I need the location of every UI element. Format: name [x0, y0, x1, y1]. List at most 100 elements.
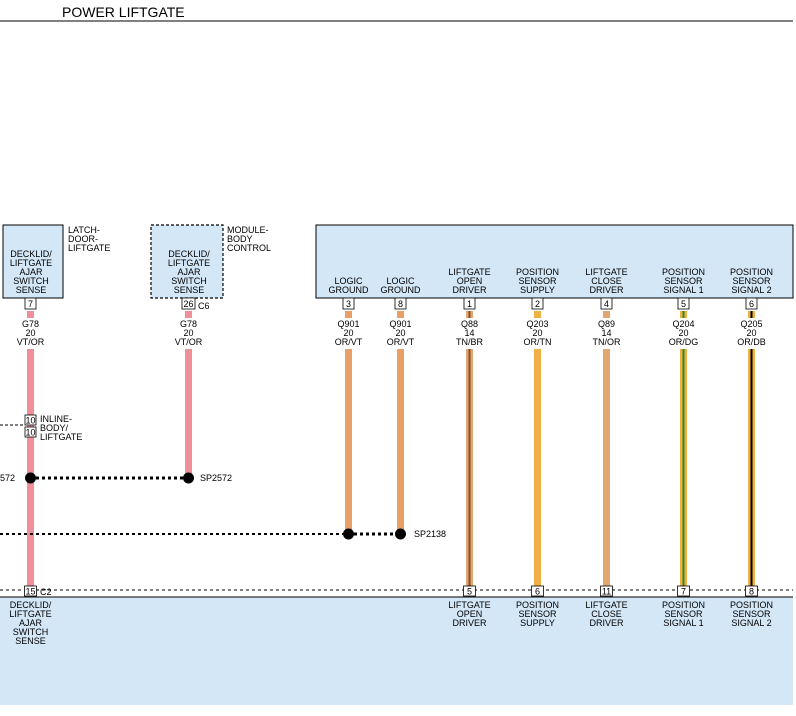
wire — [603, 349, 610, 590]
bottom-pin-box — [600, 585, 613, 597]
bottom-pin-number: 11 — [602, 587, 611, 597]
svg-text:20: 20 — [183, 328, 193, 338]
svg-text:20: 20 — [25, 328, 35, 338]
wire — [345, 349, 352, 534]
svg-text:BODY: BODY — [227, 234, 253, 244]
bcm-wire-stub — [185, 311, 192, 318]
wire-spec: 20 — [343, 328, 353, 338]
splice-2138-dot-left — [343, 528, 354, 540]
wire-spec: Q205 — [740, 319, 762, 329]
latch-pin-number: 7 — [28, 299, 33, 309]
wire-spec: 20 — [746, 328, 756, 338]
module-pin-number: 1 — [467, 299, 472, 309]
module-pin-label: LOGIC — [386, 276, 415, 286]
module-pin-box — [677, 297, 690, 310]
module-pin-number: 6 — [749, 299, 754, 309]
module-pin-label: SENSOR — [732, 276, 771, 286]
bottom-pin-number: 8 — [749, 587, 754, 597]
module-pin-label: DRIVER — [589, 285, 624, 295]
module-pin-label: GROUND — [329, 285, 369, 295]
wire-spec: 14 — [601, 328, 611, 338]
module-pin-label: LOGIC — [334, 276, 363, 286]
module-pin-label: OPEN — [457, 276, 483, 286]
wire-stripe-stub — [468, 311, 471, 318]
bcm-component-name: MODULE- BODY CONTROL — [227, 225, 271, 253]
bottom-pin-label: POSITION — [516, 600, 559, 610]
svg-text:VT/OR: VT/OR — [175, 337, 203, 347]
bottom-pin-label: SIGNAL 1 — [663, 618, 703, 628]
wire-spec: 20 — [678, 328, 688, 338]
wire — [397, 349, 404, 534]
latch-wire-stub — [27, 311, 34, 318]
bcm-pin-box — [181, 297, 196, 310]
svg-text:LIFTGATE: LIFTGATE — [168, 258, 210, 268]
wire-stripe — [682, 349, 685, 590]
wire-spec: OR/DB — [737, 337, 766, 347]
wire-stub — [397, 311, 404, 318]
module-pin-label: DRIVER — [452, 285, 487, 295]
svg-text:SWITCH: SWITCH — [13, 276, 49, 286]
bottom-pin-label: POSITION — [662, 600, 705, 610]
bottom-pin-label: SENSE — [15, 636, 46, 646]
module-pin-label: SENSOR — [518, 276, 557, 286]
module-pin-label: CLOSE — [591, 276, 622, 286]
bcm-wire — [185, 349, 192, 477]
module-pin-label: POSITION — [662, 267, 705, 277]
module-pin-box — [394, 297, 407, 310]
wire-spec: 20 — [395, 328, 405, 338]
wire-spec: TN/OR — [593, 337, 621, 347]
wire-spec: 20 — [532, 328, 542, 338]
svg-text:CONTROL: CONTROL — [227, 243, 271, 253]
svg-text:SWITCH: SWITCH — [171, 276, 207, 286]
svg-text:AJAR: AJAR — [19, 267, 43, 277]
wire-stub — [345, 311, 352, 318]
wire-spec: Q88 — [461, 319, 478, 329]
bottom-pin-label: SIGNAL 2 — [731, 618, 771, 628]
bcm-wire-spec: G78 20 VT/OR — [175, 319, 203, 347]
wire-spec: OR/TN — [524, 337, 552, 347]
bottom-pin-label: CLOSE — [591, 609, 622, 619]
module-pin-label: GROUND — [381, 285, 421, 295]
svg-text:AJAR: AJAR — [177, 267, 201, 277]
bcm-pin-number: 26 — [183, 299, 193, 309]
module-pin-label: SIGNAL 2 — [731, 285, 771, 295]
bottom-connector-label: C2 — [40, 587, 52, 597]
svg-text:G78: G78 — [22, 319, 39, 329]
wire-spec: TN/BR — [456, 337, 484, 347]
splice-2138-dot-right — [395, 528, 406, 540]
wire-stub — [534, 311, 541, 318]
module-pin-label: LIFTGATE — [448, 267, 490, 277]
latch-wire-spec: G78 20 VT/OR — [17, 319, 45, 347]
svg-text:LIFTGATE: LIFTGATE — [40, 432, 82, 442]
svg-text:LIFTGATE: LIFTGATE — [68, 243, 110, 253]
module-pin-label: SENSOR — [664, 276, 703, 286]
bottom-pin-label: SENSOR — [664, 609, 703, 619]
bottom-pin-label: POSITION — [730, 600, 773, 610]
svg-text:DECKLID/: DECKLID/ — [10, 249, 52, 259]
bottom-pin-label: SUPPLY — [520, 618, 555, 628]
wire-stripe — [750, 349, 753, 590]
module-pin-number: 3 — [346, 299, 351, 309]
bottom-pin-label: SWITCH — [13, 627, 49, 637]
latch-pin-label: DECKLID/ LIFTGATE AJAR SWITCH SENSE — [10, 249, 52, 295]
inline-connector-name: INLINE- BODY/ LIFTGATE — [40, 414, 82, 442]
latch-wire — [27, 349, 34, 590]
bottom-pin-box — [531, 585, 544, 597]
splice-2572-dot-left — [25, 472, 36, 484]
inline-pin-top-box — [24, 414, 37, 426]
power-liftgate-module-bottom — [0, 597, 793, 705]
bottom-pin-label: SENSOR — [518, 609, 557, 619]
wire-spec: OR/VT — [387, 337, 415, 347]
module-pin-label: LIFTGATE — [585, 267, 627, 277]
wire-stripe-stub — [750, 311, 753, 318]
wire-spec: Q203 — [526, 319, 548, 329]
